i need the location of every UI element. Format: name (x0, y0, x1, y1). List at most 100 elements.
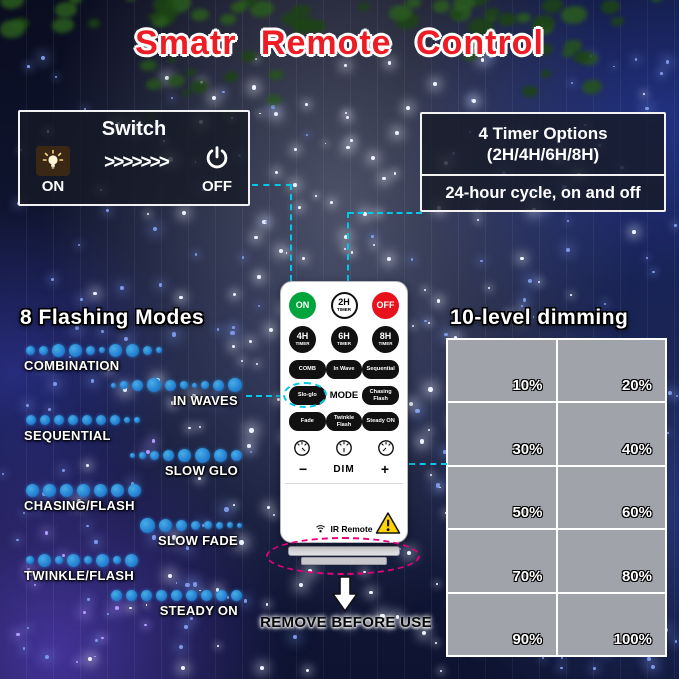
foliage-leaf (241, 50, 257, 62)
bg-light (387, 256, 392, 261)
bg-light (302, 257, 306, 260)
bg-light (430, 474, 433, 477)
bg-light (79, 297, 83, 301)
mode-dot (120, 381, 128, 389)
connector-timer-h (348, 212, 422, 214)
bg-light (274, 112, 279, 117)
bg-light (344, 247, 347, 250)
connector-timer-v (347, 212, 349, 281)
dim-cell-90: 90% (448, 593, 556, 655)
bg-light (412, 325, 415, 328)
switch-off-label: OFF (201, 178, 232, 195)
bg-light (249, 428, 254, 433)
bg-light (350, 251, 354, 254)
mode-dot (26, 483, 39, 497)
bg-light (87, 598, 90, 602)
bg-light (292, 635, 297, 640)
mode-dot (26, 556, 34, 564)
foliage-leaf (168, 57, 177, 63)
mode-dot (128, 483, 141, 497)
mode-dot (231, 449, 242, 461)
mode-dot (204, 521, 212, 529)
bulb-icon (36, 145, 70, 176)
foliage-leaf (281, 12, 300, 26)
bg-light (388, 625, 391, 628)
foliage-leaf (239, 0, 250, 8)
mode-label: STEADY ON (159, 603, 238, 618)
bg-light (171, 535, 177, 540)
bg-light (444, 332, 449, 337)
dim-cell-20: 20% (557, 340, 665, 402)
bg-light (50, 277, 54, 281)
mode-dot (111, 483, 124, 497)
bg-light (194, 253, 197, 256)
bg-light (306, 133, 309, 136)
bg-light (477, 218, 480, 221)
bg-light (25, 403, 30, 407)
bg-light (231, 344, 236, 348)
mode-dots (18, 377, 248, 393)
foliage-leaf (516, 12, 532, 24)
bg-light (233, 293, 237, 297)
bg-light (362, 212, 367, 217)
remote-8h-timer-button: 8H TIMER (372, 326, 399, 353)
bg-light (22, 647, 26, 651)
bg-light (652, 270, 655, 274)
bg-light (22, 511, 26, 514)
mode-dot (216, 589, 227, 601)
bg-light (33, 583, 37, 587)
bg-light (90, 379, 95, 383)
bg-light (394, 130, 399, 135)
mode-dot (68, 415, 78, 425)
mode-dot (191, 520, 200, 530)
mode-dot (140, 517, 155, 533)
foliage-leaf (432, 0, 450, 13)
bg-light (406, 106, 411, 111)
bg-light (34, 506, 38, 509)
bg-light (122, 387, 127, 392)
mode-dot (126, 589, 137, 601)
bg-light (47, 408, 51, 411)
mode-dot (132, 379, 143, 391)
bg-light (675, 394, 679, 398)
bg-light (215, 588, 219, 592)
foliage-leaf (219, 14, 237, 26)
bg-light (472, 98, 477, 104)
foliage-leaf (560, 6, 587, 25)
bg-light (344, 111, 347, 114)
bg-light (226, 596, 229, 599)
mode-dots (18, 342, 248, 358)
bg-light (86, 524, 89, 528)
bg-light (224, 507, 229, 512)
timer-heading-line2: (2H/4H/6H/8H) (486, 145, 600, 164)
bg-light (260, 665, 265, 670)
bg-light (129, 606, 132, 610)
dim-cell-10: 10% (448, 340, 556, 402)
bg-light (192, 582, 198, 587)
foliage-leaf (125, 0, 136, 2)
bg-light (167, 573, 172, 578)
bg-light (93, 291, 97, 296)
mode-dot (54, 415, 64, 425)
mode-label: SLOW FADE (158, 533, 238, 548)
bg-light (369, 590, 373, 595)
bg-light (247, 444, 252, 449)
mode-dot (192, 382, 197, 388)
bg-light (537, 281, 541, 284)
foliage-leaf (467, 17, 494, 36)
foliage-leaf (611, 17, 624, 26)
bg-light (52, 382, 57, 387)
bg-light (120, 285, 125, 290)
mode-combination: COMBINATION (18, 342, 248, 374)
power-icon (204, 145, 230, 176)
mode-twinkle-flash: TWINKLE/FLASH (18, 552, 248, 584)
mode-dot (143, 345, 152, 355)
mode-dots (18, 587, 248, 603)
bg-light (268, 328, 274, 333)
bg-light (372, 243, 376, 247)
bg-light (68, 355, 71, 358)
bg-light (185, 582, 190, 587)
bg-light (271, 105, 275, 110)
ir-signal-icon (316, 525, 326, 533)
foliage-leaf (462, 35, 480, 48)
